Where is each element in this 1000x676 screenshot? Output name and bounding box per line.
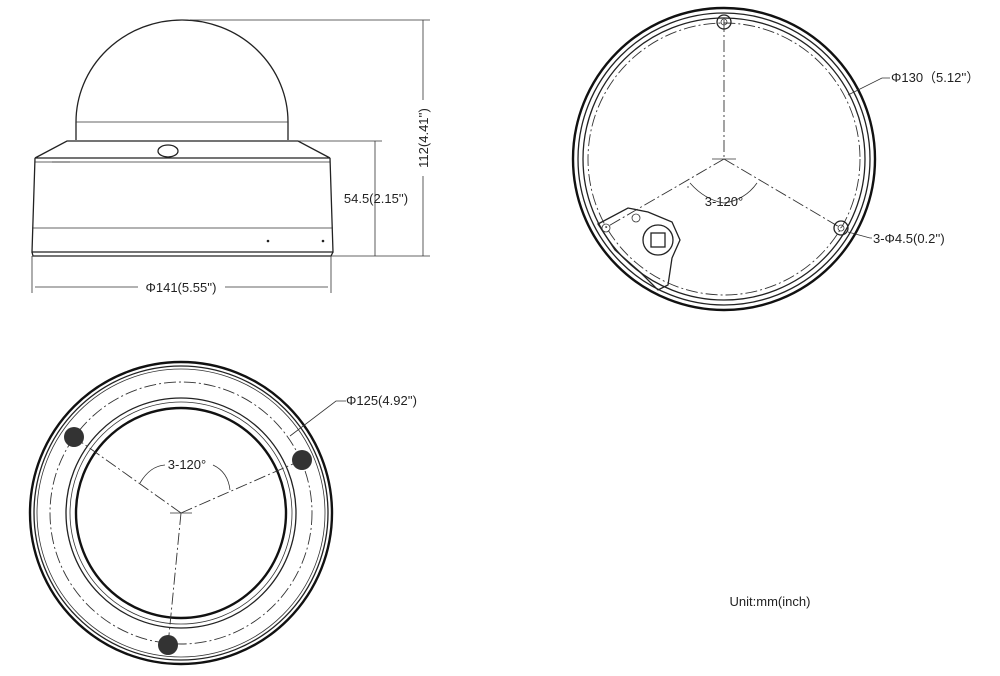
dome-window [74, 406, 288, 620]
indicator-dot [266, 239, 270, 243]
unit-label: Unit:mm(inch) [730, 594, 811, 609]
screw-icon [292, 450, 312, 470]
body-height-label: 54.5(2.15'') [344, 191, 408, 206]
mount-angle-label: 3-120° [705, 194, 743, 209]
dome-outline [75, 19, 289, 140]
indicator-dot [321, 239, 325, 243]
cable-bracket [597, 207, 681, 291]
diameter-label: Φ141(5.55'') [146, 280, 217, 295]
side-view: Φ141(5.55'') 54.5(2.15'') 112(4.41'') [31, 19, 431, 295]
bottom-view: 3-120° Φ125(4.92'') [28, 360, 417, 666]
body [31, 157, 334, 253]
mount-hole [157, 144, 179, 158]
mount-base-view: 3-120° Φ130（5.12''） 3-Φ4.5(0.2'') [571, 6, 979, 312]
screw-hole-right [833, 220, 849, 236]
bottom-angle-label: 3-120° [168, 457, 206, 472]
flange [34, 140, 331, 159]
mount-diameter-label: Φ130（5.12''） [891, 70, 979, 85]
base-outer-ring [571, 6, 877, 312]
bottom-outer-ring [28, 360, 334, 666]
screw-icon [158, 635, 178, 655]
total-height-label: 112(4.41'') [416, 108, 431, 168]
hole-diameter-label: 3-Φ4.5(0.2'') [873, 231, 945, 246]
screw-hole-top [716, 14, 732, 30]
bottom-diameter-label: Φ125(4.92'') [346, 393, 417, 408]
screw-icon [64, 427, 84, 447]
